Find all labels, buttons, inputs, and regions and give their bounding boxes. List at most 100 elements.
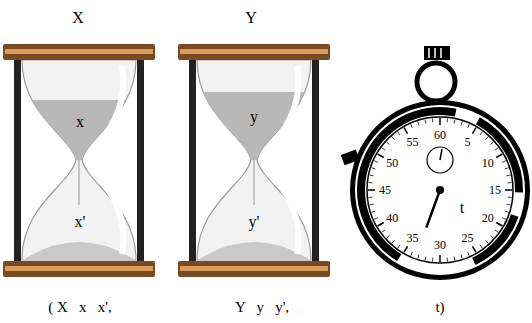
cap <box>3 44 155 60</box>
second-hand <box>426 190 440 228</box>
tick <box>368 182 372 183</box>
hourglass: Xx x' <box>0 0 170 290</box>
time-variable: t <box>460 200 464 216</box>
post <box>14 58 21 264</box>
sand-variable: x' <box>75 214 86 230</box>
tick <box>454 257 456 261</box>
glass-highlight <box>262 66 298 254</box>
watch-case <box>350 100 530 280</box>
tick <box>491 142 494 145</box>
tick <box>447 118 448 122</box>
stopwatch-drawing <box>340 40 532 290</box>
tick <box>454 120 456 124</box>
tick <box>507 175 511 177</box>
cap-stripe <box>180 49 328 54</box>
tick <box>473 128 477 134</box>
tick <box>480 245 482 248</box>
dial-number: 30 <box>434 239 446 251</box>
tick <box>370 204 374 206</box>
tick <box>374 218 378 220</box>
dial-number: 60 <box>434 129 446 141</box>
tick <box>505 189 512 191</box>
tick <box>439 255 441 262</box>
dial-number: 20 <box>482 212 494 224</box>
hourglass: Yy y' <box>175 0 345 290</box>
hourglass-drawing <box>0 0 170 290</box>
tuple-label: Y y y', <box>235 300 289 315</box>
tick <box>404 246 408 252</box>
dial-number: 10 <box>482 157 494 169</box>
glass-bulb <box>197 60 311 260</box>
upper-sand <box>175 92 345 160</box>
post <box>189 58 196 264</box>
tick <box>398 132 400 135</box>
post <box>137 58 144 264</box>
tick <box>508 182 512 183</box>
tick <box>508 197 512 198</box>
tick <box>411 124 413 128</box>
tick <box>368 197 372 198</box>
dial-number: 35 <box>407 232 419 244</box>
cap-stripe <box>5 266 153 271</box>
sand-variable: x <box>76 114 84 130</box>
cap-stripe <box>180 266 328 271</box>
sand-stream <box>253 160 255 205</box>
dial-number: 5 <box>465 136 471 148</box>
tick <box>461 255 462 259</box>
tick <box>439 118 441 125</box>
cap <box>178 261 330 277</box>
tick <box>491 236 494 239</box>
tick <box>378 223 384 227</box>
dial-number: 15 <box>489 184 501 196</box>
tick <box>398 245 400 248</box>
tick <box>382 230 385 232</box>
tuple-label: t) <box>435 300 444 315</box>
tick <box>370 175 374 177</box>
tick <box>378 154 384 158</box>
watch-face <box>367 117 513 263</box>
tick <box>468 124 470 128</box>
crown-ring <box>417 63 455 101</box>
hourglass-name: Y <box>245 10 257 26</box>
tick <box>473 246 477 252</box>
tick <box>392 241 395 244</box>
post <box>312 58 319 264</box>
tick <box>507 204 511 206</box>
tick <box>495 230 498 232</box>
dial-number: 50 <box>386 157 398 169</box>
upper-sand <box>0 100 170 160</box>
tick <box>502 161 506 163</box>
tick <box>432 118 433 122</box>
crown-groove <box>434 48 436 58</box>
tick <box>368 189 375 191</box>
dial-number: 45 <box>379 184 391 196</box>
dial-number: 55 <box>407 136 419 148</box>
tick <box>372 168 376 169</box>
hourglass-name: X <box>72 10 84 26</box>
tick <box>486 136 489 139</box>
tick <box>404 128 408 134</box>
tuple-label: ( X x x', <box>48 300 112 315</box>
hand-pivot <box>436 186 444 194</box>
tick <box>486 241 489 244</box>
watch-bezel <box>355 105 525 275</box>
tick <box>495 148 498 150</box>
sub-dial <box>427 147 453 173</box>
crown-groove <box>440 48 442 58</box>
sand-variable: y <box>250 109 258 125</box>
cap <box>178 44 330 60</box>
tick <box>425 257 427 261</box>
tick <box>496 154 502 158</box>
tick <box>432 258 433 262</box>
tick <box>425 120 427 124</box>
sand-variable: y' <box>249 214 260 230</box>
cap <box>3 261 155 277</box>
hourglass-drawing <box>175 0 345 290</box>
tick <box>372 211 376 212</box>
tick <box>468 252 470 256</box>
tick <box>461 122 462 126</box>
tick <box>447 258 448 262</box>
stopwatch: 60510152025303540455055t <box>340 40 532 290</box>
tick <box>386 142 389 145</box>
tick <box>418 122 419 126</box>
